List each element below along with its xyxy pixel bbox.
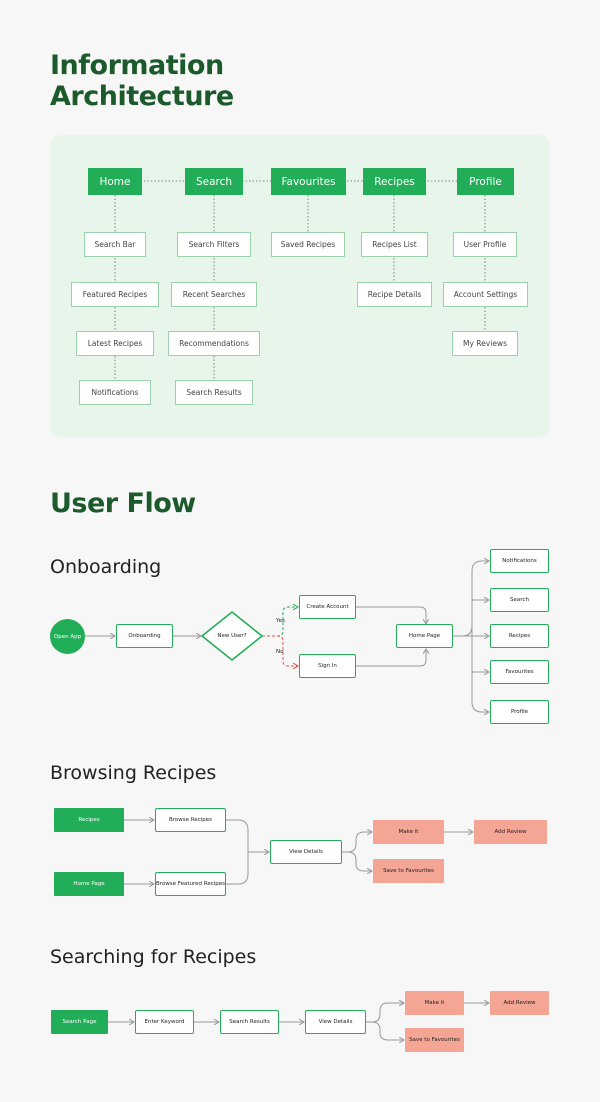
node-b-recipes: Recipes <box>54 808 124 832</box>
user-flow-title: User Flow <box>50 488 196 519</box>
ia-node-search: Search <box>185 168 243 195</box>
ia-title-line2: Architecture <box>50 81 234 112</box>
node-s-add-review: Add Review <box>490 991 549 1015</box>
node-create-account: Create Account <box>299 595 356 619</box>
node-dest-profile: Profile <box>490 700 549 724</box>
ia-item-search-filters: Search Filters <box>177 232 251 257</box>
ia-node-favourites: Favourites <box>271 168 346 195</box>
ia-node-profile: Profile <box>457 168 514 195</box>
browsing-title: Browsing Recipes <box>50 762 217 784</box>
label-yes: Yes <box>276 618 285 624</box>
decision-diamond <box>200 610 264 662</box>
node-dest-notifications: Notifications <box>490 549 549 573</box>
node-b-make-it: Make it <box>373 820 444 844</box>
ia-item-featured-recipes: Featured Recipes <box>71 282 159 307</box>
node-b-home-page: Home Page <box>54 872 124 896</box>
ia-item-recipe-details: Recipe Details <box>357 282 432 307</box>
ia-title-line1: Information <box>50 50 224 81</box>
ia-item-search-results: Search Results <box>175 380 253 405</box>
node-new-user: New User? <box>217 633 247 639</box>
ia-item-account-settings: Account Settings <box>443 282 528 307</box>
node-open-app: Open App <box>50 619 85 654</box>
node-b-add-review: Add Review <box>474 820 547 844</box>
ia-item-recommendations: Recommendations <box>168 331 260 356</box>
ia-item-search-bar: Search Bar <box>84 232 146 257</box>
node-home-page: Home Page <box>396 624 453 648</box>
label-no: No <box>276 649 284 655</box>
ia-item-saved-recipes: Saved Recipes <box>271 232 345 257</box>
onboarding-title: Onboarding <box>50 556 162 578</box>
node-s-search-page: Search Page <box>51 1010 108 1034</box>
ia-item-notifications: Notifications <box>79 380 151 405</box>
node-sign-in: Sign In <box>299 654 356 678</box>
ia-item-recipes-list: Recipes List <box>361 232 428 257</box>
node-s-search-results: Search Results <box>220 1010 279 1034</box>
ia-item-recent-searches: Recent Searches <box>171 282 257 307</box>
ia-item-latest-recipes: Latest Recipes <box>76 331 154 356</box>
node-dest-recipes: Recipes <box>490 624 549 648</box>
ia-node-home: Home <box>88 168 142 195</box>
node-onboarding: Onboarding <box>116 624 173 648</box>
node-s-save-fav: Save to Favourites <box>405 1028 464 1052</box>
ia-item-user-profile: User Profile <box>453 232 517 257</box>
node-dest-search: Search <box>490 588 549 612</box>
node-b-save-fav: Save to Favourites <box>373 859 444 883</box>
node-s-make-it: Make it <box>405 991 464 1015</box>
node-browse-recipes: Browse Recipes <box>155 808 226 832</box>
node-b-view-details: View Details <box>270 840 342 864</box>
searching-title: Searching for Recipes <box>50 946 257 968</box>
ia-item-my-reviews: My Reviews <box>452 331 518 356</box>
node-s-enter-keyword: Enter Keyword <box>135 1010 194 1034</box>
node-browse-featured: Browse Featured Recipes <box>155 872 226 896</box>
node-s-view-details: View Details <box>305 1010 366 1034</box>
ia-title: Information Architecture <box>50 50 234 112</box>
node-dest-favourites: Favourites <box>490 660 549 684</box>
ia-node-recipes: Recipes <box>363 168 426 195</box>
